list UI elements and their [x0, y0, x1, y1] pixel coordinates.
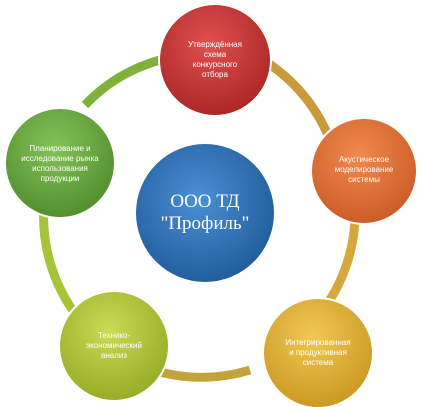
ring-arc-1 [260, 56, 335, 142]
node-circle-2 [310, 117, 418, 225]
node-circle-3 [262, 297, 374, 407]
node-label-4: Технико- экономический анализ [85, 331, 142, 360]
node-label-1: Утверждённая схема конкурсного отбора [188, 40, 242, 79]
node-label-3: Интегрированная и продуктивная система [285, 338, 351, 367]
center-circle [134, 142, 276, 284]
node-label-5: Планирование и исследование рынка исполь… [21, 144, 99, 183]
center-label: ООО ТД "Профиль" [160, 191, 250, 234]
node-circle-4 [58, 290, 170, 402]
node-circle-1 [158, 3, 272, 117]
node-label-2: Акустическое моделирование системы [334, 155, 394, 184]
ring-arc-5 [81, 55, 162, 109]
node-circle-5 [4, 107, 116, 219]
ring-arc-3 [158, 365, 252, 382]
